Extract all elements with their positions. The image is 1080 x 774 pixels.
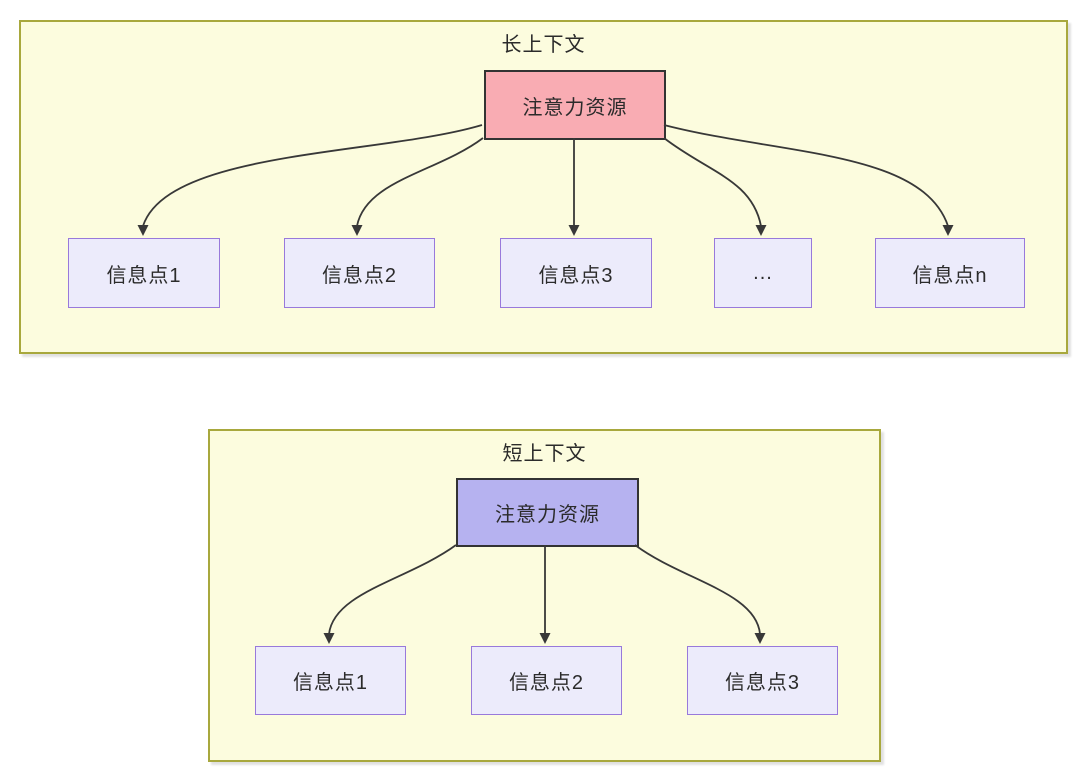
node-info-point-1-short: 信息点1 — [255, 646, 406, 715]
node-info-point-2-long-label: 信息点2 — [321, 264, 398, 287]
node-info-point-2-short: 信息点2 — [471, 646, 622, 715]
panel-long-context: 长上下文 注意力资源 信息点1 信息点2 信息点3 ... 信息点n — [19, 20, 1068, 354]
node-attention-resource-long: 注意力资源 — [484, 70, 666, 140]
node-info-point-1-long-label: 信息点1 — [106, 264, 182, 287]
node-info-point-3-long-label: 信息点3 — [538, 264, 614, 287]
node-info-point-2-short-label: 信息点2 — [508, 672, 585, 694]
node-info-point-2-long: 信息点2 — [284, 238, 435, 308]
panel-short-context-title: 短上下文 — [502, 443, 587, 465]
node-info-point-3-short: 信息点3 — [687, 646, 838, 715]
node-attention-resource-long-label: 注意力资源 — [522, 96, 628, 119]
node-info-point-3-long: 信息点3 — [500, 238, 652, 308]
node-info-point-1-long: 信息点1 — [68, 238, 220, 308]
node-info-point-n: 信息点n — [875, 238, 1025, 308]
panel-long-context-title: 长上下文 — [501, 34, 586, 56]
panel-short-context: 短上下文 注意力资源 信息点1 信息点2 信息点3 — [208, 429, 881, 762]
node-attention-resource-short: 注意力资源 — [456, 478, 639, 547]
node-info-point-ellipsis-label: ... — [753, 261, 773, 284]
node-info-point-3-short-label: 信息点3 — [724, 672, 801, 694]
node-attention-resource-short-label: 注意力资源 — [495, 504, 600, 526]
node-info-point-ellipsis: ... — [714, 238, 812, 308]
node-info-point-n-label: 信息点n — [912, 264, 988, 287]
node-info-point-1-short-label: 信息点1 — [292, 672, 369, 694]
